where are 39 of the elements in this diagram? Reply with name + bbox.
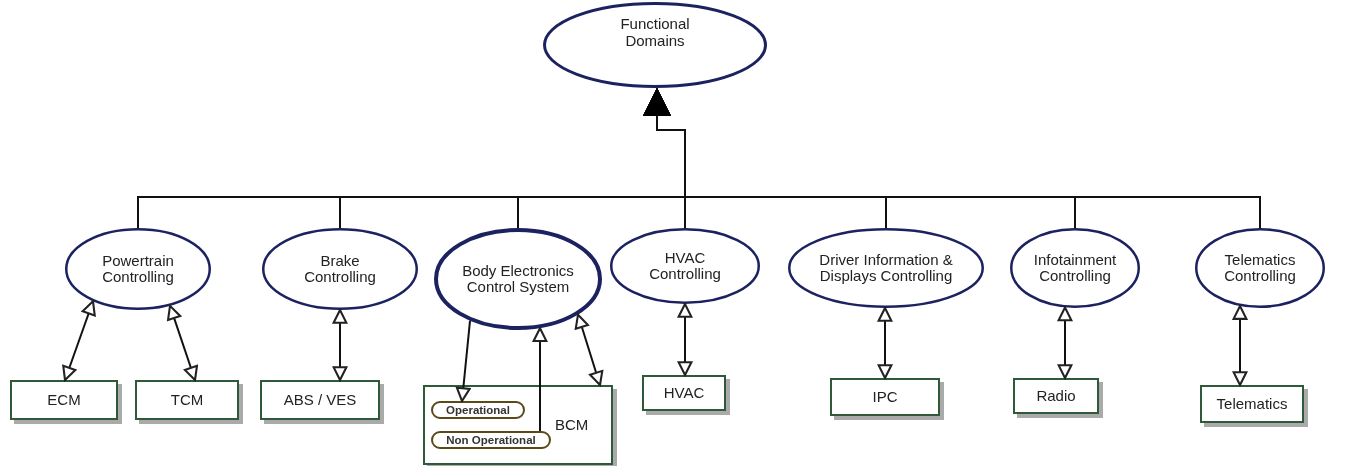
ellipse-node bbox=[788, 228, 984, 308]
state-label: Non Operational bbox=[446, 433, 536, 447]
node-label: Powertrain Controlling bbox=[101, 252, 175, 286]
node-label: HVAC Controlling bbox=[648, 249, 722, 283]
arrow bbox=[455, 319, 471, 403]
arrow bbox=[677, 302, 693, 377]
node-label: HVAC bbox=[663, 384, 705, 402]
node-label: Telematics Controlling bbox=[1223, 251, 1297, 285]
arrow bbox=[167, 304, 198, 382]
node-label: Functional Domains bbox=[619, 16, 691, 49]
arrow bbox=[877, 306, 893, 380]
ellipse-node bbox=[65, 228, 211, 310]
arrow bbox=[574, 313, 604, 387]
node-label: IPC bbox=[872, 388, 898, 406]
generalization-arrow bbox=[643, 87, 1261, 229]
arrow bbox=[532, 327, 548, 432]
node-label: TCM bbox=[170, 391, 204, 409]
node-label: ABS / VES bbox=[283, 391, 357, 409]
node-label: Body Electronics Control System bbox=[461, 262, 575, 296]
node-label: Telematics bbox=[1216, 395, 1288, 413]
node-label: Radio bbox=[1036, 387, 1076, 405]
ellipse-node bbox=[543, 2, 767, 88]
ellipse-node bbox=[1195, 228, 1325, 308]
node-label: Brake Controlling bbox=[303, 252, 377, 286]
state-pill bbox=[431, 431, 551, 449]
node-label: BCM bbox=[555, 416, 589, 434]
node-label: Driver Information & Displays Controlling bbox=[818, 251, 954, 285]
state-pill bbox=[431, 401, 525, 419]
arrow bbox=[332, 308, 348, 382]
ellipse-node bbox=[610, 228, 760, 304]
arrow bbox=[1232, 305, 1248, 387]
arrow bbox=[62, 300, 96, 382]
ellipse-node bbox=[1010, 228, 1140, 308]
state-label: Operational bbox=[446, 403, 510, 417]
node-label: Infotainment Controlling bbox=[1032, 251, 1118, 285]
ellipse-node bbox=[434, 228, 602, 330]
arrow bbox=[1057, 306, 1073, 380]
node-label: ECM bbox=[47, 391, 81, 409]
ellipse-node bbox=[262, 228, 418, 310]
